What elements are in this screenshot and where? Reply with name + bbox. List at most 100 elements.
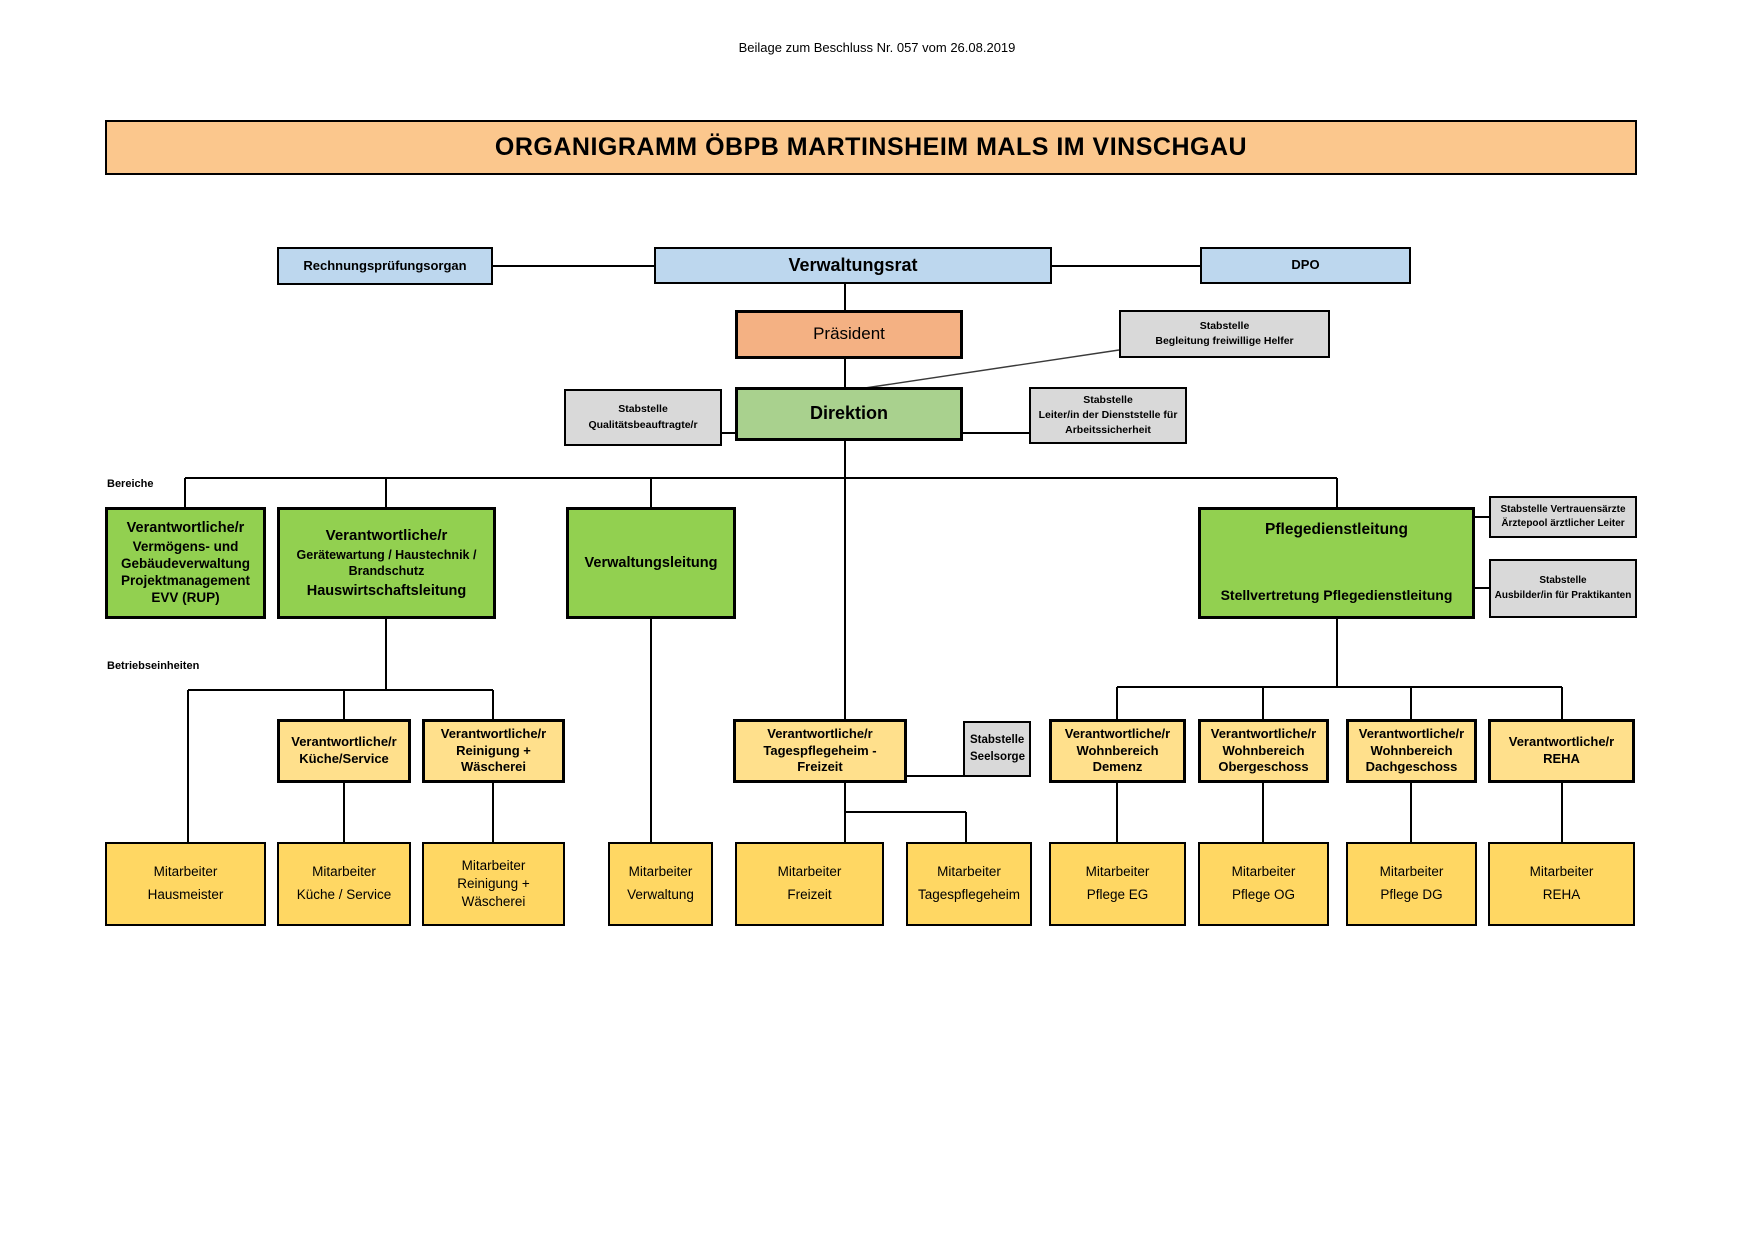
text-line: Wäscherei [461,894,526,910]
section-label-betriebseinheiten: Betriebseinheiten [107,660,200,672]
text-line: Begleitung freiwillige Helfer [1155,335,1294,347]
text-line: Verantwortliche/r [1210,725,1317,741]
text-line: REHA [1542,887,1581,902]
page-title: ORGANIGRAMM ÖBPB MARTINSHEIM MALS IM VIN… [105,120,1637,175]
text-line: Hausmeister [147,887,224,902]
text-line: Obergeschoss [1218,759,1309,775]
text-line: Mitarbeiter [937,864,1001,880]
text-line: Pflege EG [1086,887,1149,902]
text-line: Freizeit [797,759,843,775]
text-line: EVV (RUP) [151,589,220,605]
text-line: Verantwortliche/r [325,526,448,544]
text-line: Hauswirtschaftsleitung [306,582,467,599]
text-line: Projektmanagement [120,573,251,589]
text-line: Mitarbeiter [1529,864,1594,880]
text-line: Verantwortliche/r [1358,725,1465,741]
text-line: Verantwortliche/r [440,725,547,741]
text-line: Wohnbereich [1076,742,1159,758]
document-note: Beilage zum Beschluss Nr. 057 vom 26.08.… [738,40,1016,55]
text-line: Mitarbeiter [1085,864,1150,880]
text-line: Tagespflegeheim - [763,742,877,758]
text-line: Ärztepool ärztlicher Leiter [1501,518,1625,529]
text-line: Pflege OG [1231,887,1296,902]
text-line: Stabstelle [970,733,1025,746]
text-line: Stabstelle [1199,319,1250,332]
text-line: Pflege DG [1380,887,1443,902]
text-line: Vermögens- und [132,539,239,555]
text-line: Verwaltung [627,887,694,902]
text-line: Arbeitssicherheit [1065,424,1151,437]
text-line: Stabstelle [1539,575,1587,586]
pflegedienstleitung-deputy: Stellvertretung Pflegedienstleitung [1220,586,1453,603]
text-line: Dachgeschoss [1365,759,1458,775]
text-line: Mitarbeiter [628,864,693,880]
text-line: Mitarbeiter [461,857,526,873]
text-line: Demenz [1092,759,1143,775]
text-line: Wäscherei [460,759,527,775]
text-line: Verantwortliche/r [767,725,873,741]
text-line: Mitarbeiter [153,864,218,880]
text-line: Verantwortliche/r [126,520,245,537]
text-line: Mitarbeiter [1379,864,1444,880]
text-line: Brandschutz [348,564,425,579]
text-line: Reinigung + [457,875,530,891]
box-praesident: Präsident [735,310,963,359]
text-line: Mitarbeiter [777,864,842,880]
text-line: Mitarbeiter [1231,864,1296,880]
text-line: Verantwortliche/r [291,734,397,750]
text-line: Ausbilder/in für Praktikanten [1494,589,1632,601]
box-verwaltungsrat: Verwaltungsrat [654,247,1052,284]
text-line: Küche / Service [296,887,392,902]
box-dpo: DPO [1200,247,1411,284]
text-line: Mitarbeiter [312,864,376,880]
text-line: Küche/Service [299,751,389,766]
text-line: REHA [1543,751,1580,766]
box-pflegedienstleitung: Pflegedienstleitung Stellvertretung Pfle… [1198,507,1475,619]
text-line: Leiter/in der Dienststelle für [1038,408,1178,421]
text-line: Wohnbereich [1370,742,1453,758]
text-line: Verantwortliche/r [1064,725,1171,741]
text-line: Stabstelle Vertrauensärzte [1500,503,1626,515]
text-line: Freizeit [787,887,832,902]
connector-begleitung-diagonal [844,349,1120,392]
text-line: Seelsorge [970,751,1025,763]
box-direktion: Direktion [735,387,963,441]
box-verwaltungsleitung: Verwaltungsleitung [566,507,736,619]
text-line: Verantwortliche/r [1508,734,1615,750]
text-line: Gebäudeverwaltung [120,556,251,572]
text-line: Tagespflegeheim [917,887,1021,902]
text-line: Gerätewartung / Haustechnik / [296,548,477,563]
text-line: Qualitätsbeauftragte/r [588,418,698,431]
section-label-bereiche: Bereiche [107,478,154,490]
box-rechnungspruefungsorgan: Rechnungsprüfungsorgan [277,247,493,285]
text-line: Wohnbereich [1222,742,1305,758]
text-line: Reinigung + [456,742,531,758]
